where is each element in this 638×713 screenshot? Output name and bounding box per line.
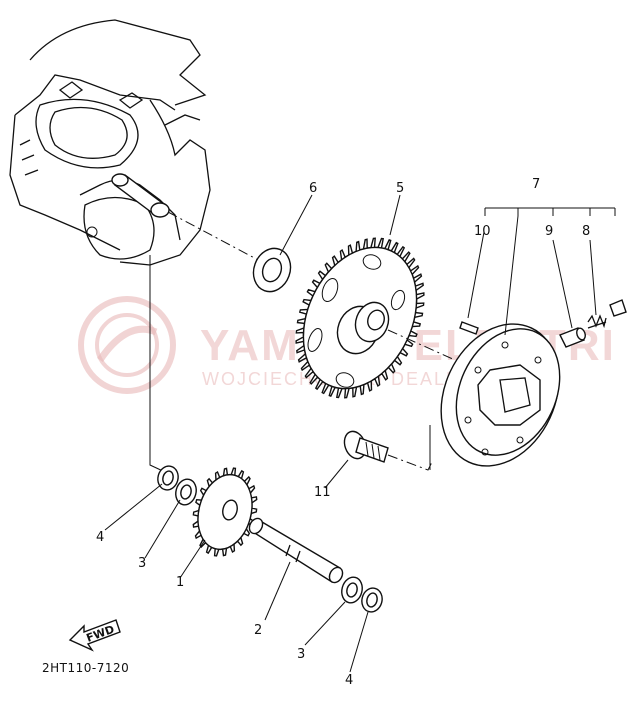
diagram-code: 2HT110-7120 [42, 661, 129, 675]
part-7-starter-clutch [440, 323, 561, 467]
part-3-washer-upper [175, 478, 197, 506]
callout-1: 1 [176, 575, 184, 590]
callout-9: 9 [545, 224, 553, 239]
callout-7: 7 [532, 177, 540, 192]
callout-5: 5 [396, 181, 404, 196]
part-4-circlip-upper [157, 465, 179, 491]
callout-6: 6 [309, 181, 317, 196]
callout-7-bracket [484, 207, 616, 216]
callout-4-lower: 4 [345, 673, 353, 688]
leader-lines [104, 194, 597, 673]
callout-10: 10 [474, 224, 491, 239]
part-8-spring [587, 314, 607, 329]
leader-bolt-axis [387, 454, 433, 471]
part-6-washer [252, 247, 292, 293]
part-3-washer-lower [341, 576, 363, 604]
part-2-shaft [248, 517, 344, 584]
part-9-roller [559, 327, 586, 348]
part-1-small-gear [192, 467, 258, 557]
callout-11: 11 [314, 485, 331, 500]
part-8-spring-cap [609, 299, 627, 317]
callout-3-upper: 3 [138, 556, 146, 571]
engine-case [9, 19, 263, 266]
part-10-pin [459, 321, 479, 335]
part-4-circlip-lower [361, 587, 383, 613]
callout-8: 8 [582, 224, 590, 239]
fwd-label: FWD [85, 623, 116, 645]
callout-2: 2 [254, 623, 262, 638]
callout-4-upper: 4 [96, 530, 104, 545]
watermark-logo-icon [78, 296, 176, 394]
fwd-arrow-icon: FWD [68, 619, 121, 652]
callout-3-lower: 3 [297, 647, 305, 662]
leader-assembly-left [149, 255, 166, 473]
part-5-idler-gear [295, 237, 425, 399]
part-11-bolt [343, 430, 389, 463]
